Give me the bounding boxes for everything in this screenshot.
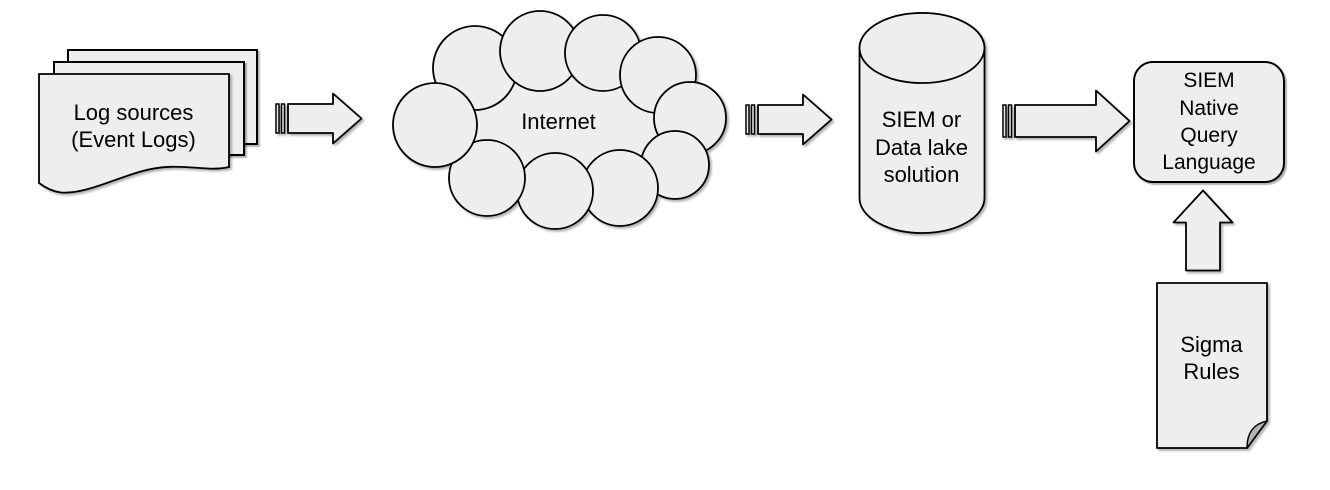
cloud-shape <box>392 10 727 230</box>
rounded-rectangle-shape <box>1133 61 1285 183</box>
folded-corner <box>1246 420 1268 449</box>
cylinder-shape <box>858 12 986 234</box>
note-shape <box>1156 282 1268 449</box>
striped-arrow-internet-to-siem <box>745 93 833 146</box>
block-arrow-sigma-to-query <box>1172 189 1234 272</box>
striped-arrow-siem-to-query <box>1002 89 1131 153</box>
document-page-front <box>38 73 230 194</box>
striped-arrow-log-to-internet <box>275 92 363 145</box>
